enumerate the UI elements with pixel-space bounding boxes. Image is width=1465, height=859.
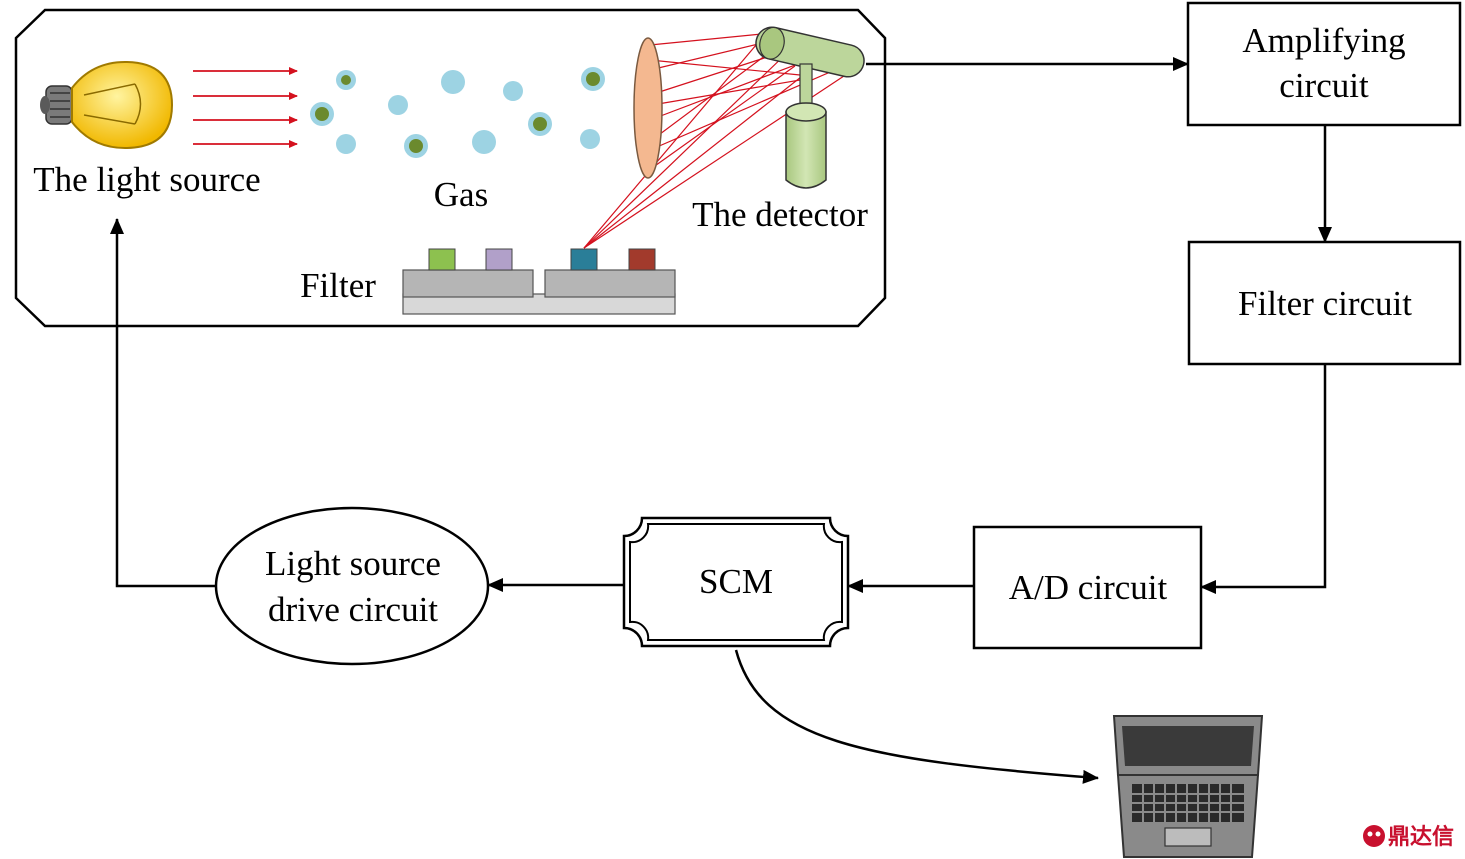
filter-array (402, 248, 676, 315)
drive-circuit-label-line1: Light source (265, 544, 441, 583)
laptop-icon (1112, 715, 1264, 858)
drive-circuit-label-line2: drive circuit (268, 590, 438, 629)
arrow-filter-to-ad (1200, 364, 1327, 594)
filter-circuit-box (1187, 240, 1462, 366)
lens (633, 37, 663, 179)
scm-box (622, 516, 850, 648)
watermark-logo: 鼎达信 (1363, 824, 1454, 850)
detector-label: The detector (692, 195, 868, 234)
arrow-scm-to-computer (734, 649, 1099, 784)
watermark-text: 鼎达信 (1388, 824, 1454, 850)
ad-circuit-box (972, 525, 1203, 650)
amplifying-circuit-label-line2: circuit (1279, 66, 1369, 105)
filter-label: Filter (300, 266, 376, 305)
scm-label: SCM (699, 562, 773, 601)
amplifying-circuit-box (1186, 1, 1462, 127)
detector-icon (755, 26, 865, 189)
filter-circuit-label: Filter circuit (1238, 284, 1412, 323)
arrow-drive-to-light-source (110, 218, 216, 588)
gas-particles (310, 67, 605, 158)
ad-circuit-label: A/D circuit (1009, 568, 1168, 607)
light-source-label: The light source (33, 160, 260, 199)
light-bulb-icon (40, 60, 174, 150)
amplifying-circuit-label-line1: Amplifying (1242, 21, 1405, 60)
light-rays (193, 67, 298, 148)
light-source-drive-circuit-box (214, 506, 490, 666)
connectors (110, 57, 1332, 784)
gas-label: Gas (434, 175, 488, 214)
